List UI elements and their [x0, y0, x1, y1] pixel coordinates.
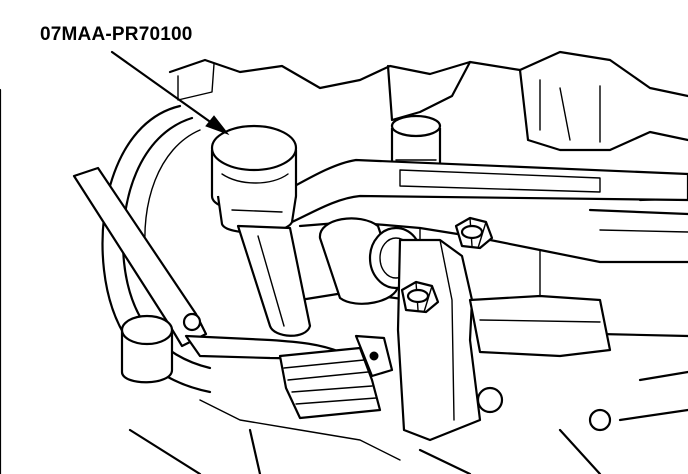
tool-extension-shaft	[236, 224, 312, 337]
pedestal-bolt	[400, 216, 612, 432]
engine-block-background	[0, 50, 688, 474]
left-stud	[120, 314, 174, 384]
tool-holder-bar	[274, 158, 688, 224]
tool-socket	[210, 124, 298, 234]
tool-part-number-label: 07MAA-PR70100	[40, 24, 193, 45]
callout-arrow	[110, 50, 230, 136]
valve-spring	[278, 334, 394, 420]
